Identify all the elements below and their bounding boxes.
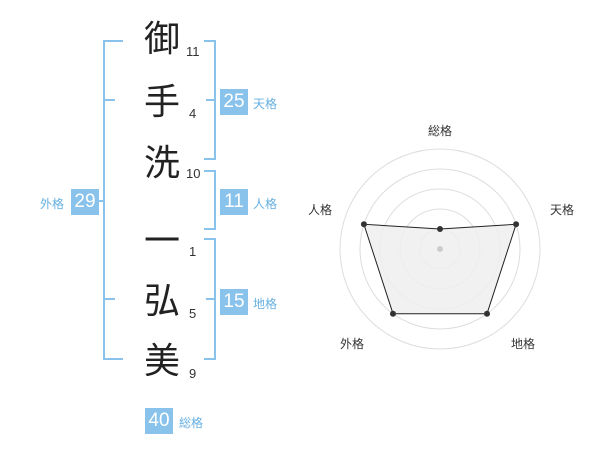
radar-ring [359,168,521,330]
gaikaku-value-badge: 29 [71,189,99,215]
name-char-5: 弘 [143,281,180,322]
radar-points [360,221,520,317]
radar-label-chikaku: 地格 [511,337,536,351]
name-char-2: 手 [143,82,180,123]
radar-point-chikaku [484,310,491,317]
tenkaku-label: 天格 [253,97,278,111]
tenkaku-value-badge: 25 [220,89,248,115]
gaikaku-label: 外格 [40,197,65,211]
radar-center-dot [437,246,443,252]
chikaku-label: 地格 [253,297,278,311]
name-char-3: 洗 [143,143,180,184]
jinkaku-label: 人格 [253,197,278,211]
name-char-6: 美 [143,341,180,382]
radar-label-gaikaku: 外格 [340,337,365,351]
name-char-1: 御 [143,19,180,60]
chikaku-value-badge: 15 [220,289,248,315]
radar-point-soukaku [437,226,443,232]
radar-label-jinkaku: 人格 [308,203,333,217]
radar-polygon [363,223,517,315]
radar-label-soukaku: 総格 [428,124,453,138]
name-char-4: 一 [143,221,180,262]
soukaku-label: 総格 [179,416,204,430]
gaikaku-bracket-tick-2 [105,298,115,300]
radar-label-tenkaku: 天格 [550,203,575,217]
stroke-count-2: 4 [189,106,197,121]
gaikaku-connector [99,200,105,202]
gaikaku-bracket-tick-1 [105,99,115,101]
stroke-count-3: 10 [186,166,201,181]
stroke-count-4: 1 [189,244,197,259]
radar-ring [339,148,541,350]
stroke-count-1: 11 [186,44,200,59]
radar-point-jinkaku [360,221,367,228]
radar-point-gaikaku [389,310,396,317]
soukaku-value-badge: 40 [145,408,173,434]
jinkaku-value-badge: 11 [220,189,248,215]
stroke-count-5: 5 [189,306,197,321]
jinkaku-bracket [204,170,216,230]
tenkaku-bracket-tick [206,99,216,101]
stroke-count-6: 9 [189,366,197,381]
radar-point-tenkaku [513,221,520,228]
chikaku-bracket-tick [206,298,216,300]
